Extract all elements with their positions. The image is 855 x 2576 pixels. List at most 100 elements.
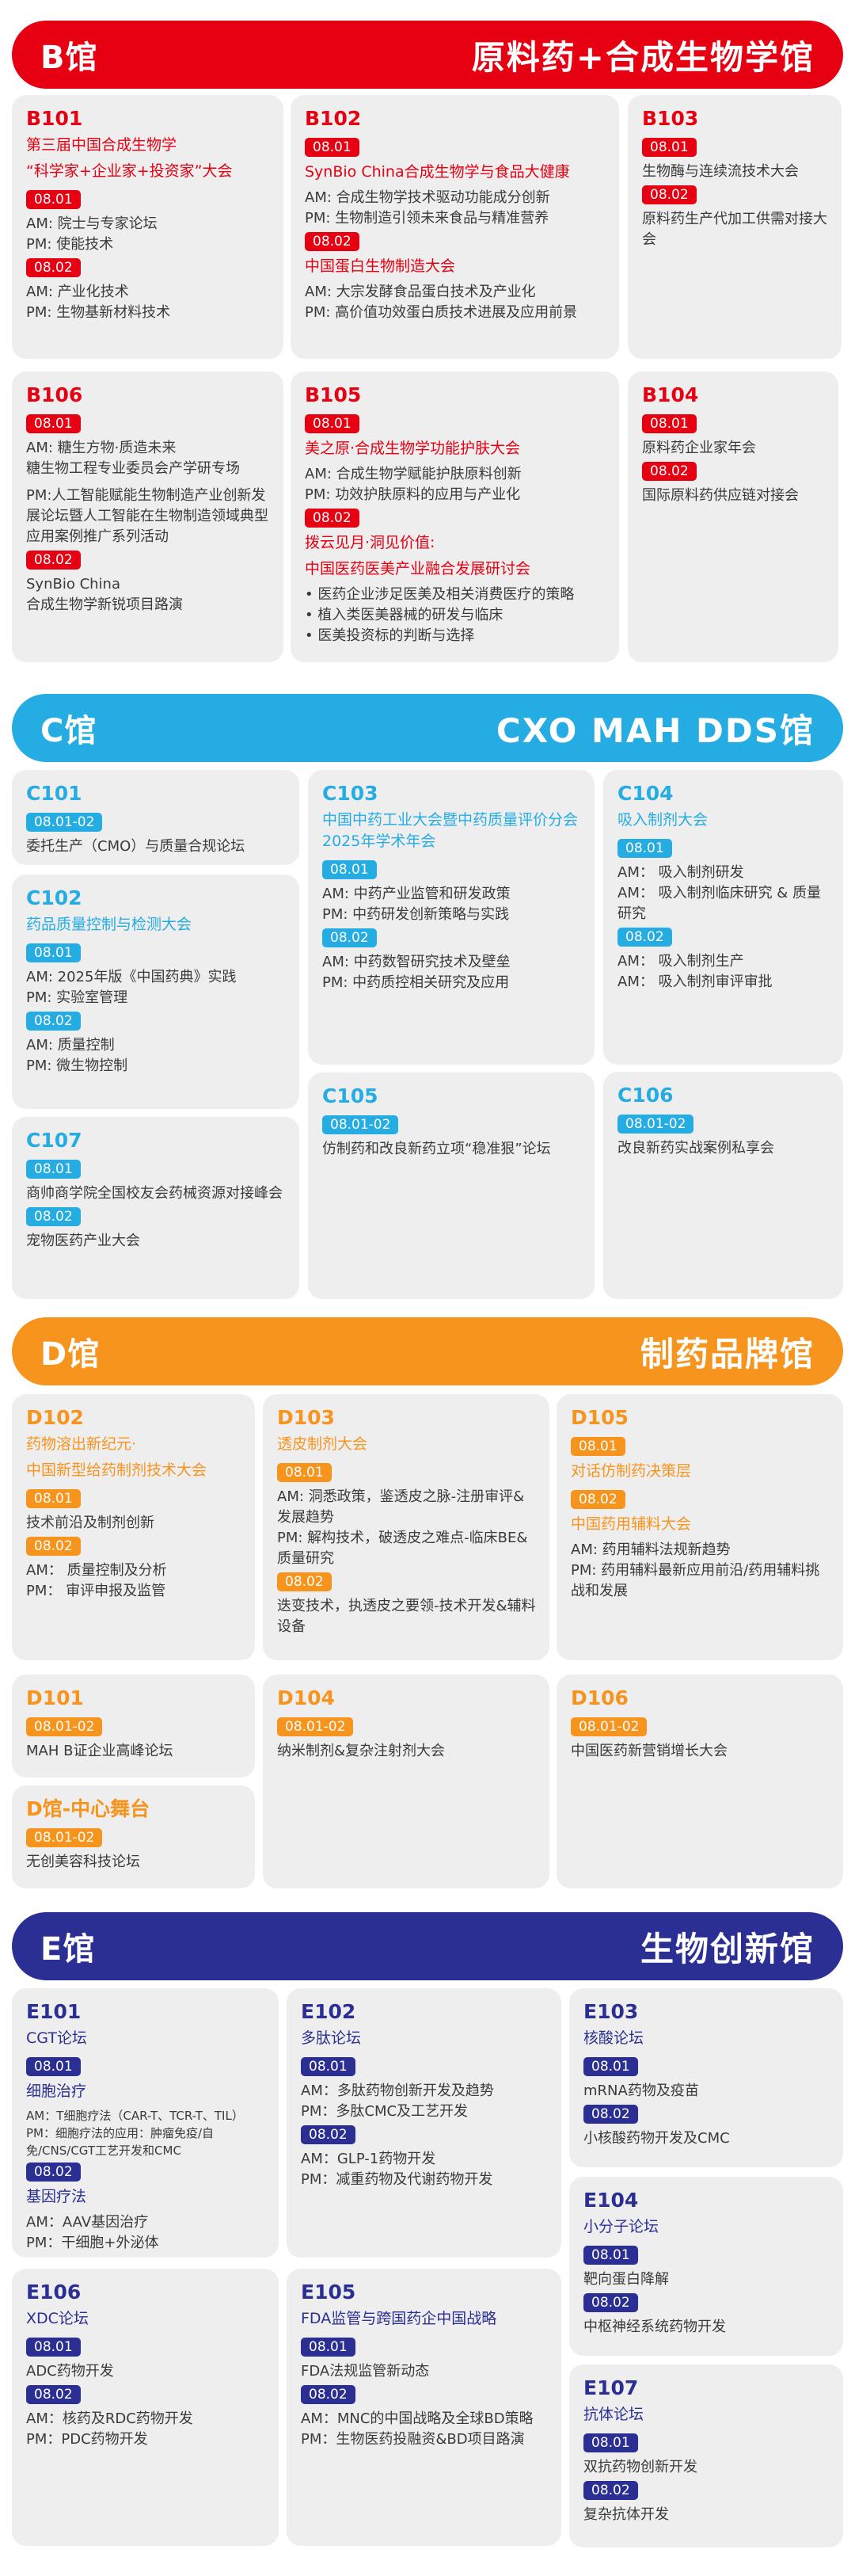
room-number: C106 (618, 1084, 674, 1107)
date-badge-row: 08.01 (642, 135, 829, 162)
date-badge: 08.01 (583, 2433, 638, 2452)
session-topic: PM:人工智能赋能生物制造产业创新发展论坛暨人工智能在生物制造领域典型应用案例推… (26, 487, 268, 545)
session-title: 中国药用辅料大会 (571, 1515, 692, 1533)
session-topic: 小核酸药物开发及CMC (583, 2130, 730, 2147)
session-topic: PM：多肽CMC及工艺开发 (301, 2103, 469, 2120)
room-number: E103 (583, 2000, 639, 2023)
session-topic: AM: 院士与专家论坛 (26, 215, 158, 232)
topic-bullet: 医药企业涉足医美及相关消费医疗的策略 (305, 585, 606, 605)
date-badge: 08.01 (583, 2246, 638, 2265)
session-topic: AM： 吸入制剂研发 (618, 864, 744, 881)
hall-theme: 制药品牌馆 (640, 1334, 815, 1374)
date-badge-row: 08.01 (26, 1486, 242, 1513)
date-badge-row: 08.01 (26, 2054, 266, 2081)
session-title: 对话仿制药决策层 (571, 1462, 692, 1480)
session-topic: 中国医药新营销增长大会 (571, 1743, 728, 1759)
session-topic: 迭变技术，执透皮之要领-技术开发&辅料设备 (277, 1598, 536, 1635)
session-title: 透皮制剂大会 (277, 1435, 368, 1453)
hall-theme: 生物创新馆 (640, 1929, 815, 1968)
session-title: 中国中药工业大会暨中药质量评价分会2025年学术年会 (322, 811, 579, 850)
hall-name: C馆 (40, 713, 97, 749)
session-topic: SynBio China (26, 576, 120, 593)
room-number: C103 (322, 782, 378, 805)
session-title: 美之原·合成生物学功能护肤大会 (305, 440, 521, 457)
session-topic: AM: 合成生物学赋能护肤原料创新 (305, 466, 522, 482)
date-badge: 08.01 (618, 839, 672, 858)
date-badge: 08.02 (642, 462, 697, 481)
date-badge: 08.01 (305, 414, 359, 433)
session-topic: mRNA药物及疫苗 (583, 2083, 699, 2099)
session-topic: PM: 使能技术 (26, 236, 114, 253)
date-badge-row: 08.02 (301, 2122, 549, 2149)
hall-banner-b: B馆原料药+合成生物学馆 (12, 21, 843, 89)
date-badge-row: 08.02 (583, 2478, 830, 2505)
date-badge: 08.02 (571, 1490, 625, 1509)
date-badge-row: 08.02 (642, 459, 826, 486)
date-badge-row: 08.01 (301, 2334, 549, 2361)
session-topic: AM：AAV基因治疗 (26, 2214, 149, 2231)
room-number: D馆-中心舞台 (26, 1797, 150, 1820)
session-topic: AM： 吸入制剂审评审批 (618, 974, 773, 990)
room-number: D102 (26, 1406, 84, 1429)
hall-name: B馆 (40, 40, 98, 76)
date-badge: 08.01-02 (571, 1717, 648, 1736)
room-number: B103 (642, 107, 699, 130)
room-number: E104 (583, 2189, 639, 2212)
date-badge: 08.02 (26, 551, 81, 570)
session-topic: PM: 实验室管理 (26, 989, 128, 1006)
room-card: C105 08.01-02 仿制药和改良新药立项“稳准狠”论坛 (308, 1073, 595, 1299)
date-badge: 08.01 (583, 2057, 638, 2076)
session-topic: PM: 微生物控制 (26, 1057, 128, 1074)
session-title: 中国蛋白生物制造大会 (305, 257, 456, 275)
date-badge: 08.01-02 (322, 1115, 399, 1134)
date-badge-row: 08.02 (26, 255, 271, 282)
session-title: 抗体论坛 (583, 2406, 644, 2423)
date-badge-row: 08.02 (642, 182, 829, 209)
date-badge: 08.01 (301, 2057, 355, 2076)
date-badge-row: 08.01 (26, 411, 271, 438)
session-topic: 无创美容科技论坛 (26, 1854, 140, 1870)
date-badge-row: 08.02 (322, 925, 582, 952)
session-title: 细胞治疗 (26, 2083, 87, 2100)
room-number: D104 (277, 1686, 335, 1709)
date-badge: 08.02 (26, 1012, 81, 1031)
date-badge-row: 08.01 (26, 2334, 266, 2361)
room-number: C102 (26, 886, 82, 909)
spacer (26, 479, 271, 486)
date-badge-row: 08.01-02 (618, 1111, 830, 1138)
date-badge: 08.01 (277, 1463, 332, 1482)
session-topic: PM: 药用辅料最新应用前沿/药用辅料挑战和发展 (571, 1562, 820, 1599)
session-topic: 靶向蛋白降解 (583, 2271, 669, 2288)
session-topic: AM: 糖生方物·质造未来 (26, 440, 177, 456)
room-number: B104 (642, 383, 699, 406)
room-number: D101 (26, 1686, 84, 1709)
session-topic: 仿制药和改良新药立项“稳准狠”论坛 (322, 1141, 551, 1157)
date-badge: 08.01-02 (277, 1717, 354, 1736)
room-number: C107 (26, 1129, 82, 1152)
room-number: C105 (322, 1084, 378, 1107)
session-title: 药品质量控制与检测大会 (26, 916, 192, 933)
session-title: 拨云见月·洞见价值: (305, 534, 435, 551)
room-number: E107 (583, 2376, 639, 2399)
date-badge-row: 08.01-02 (571, 1714, 830, 1741)
session-title: “科学家+企业家+投资家”大会 (26, 162, 233, 180)
session-topic: PM： 审评申报及监管 (26, 1583, 166, 1599)
session-topic: PM: 中药质控相关研究及应用 (322, 974, 510, 991)
session-topic: PM: 生物基新材料技术 (26, 304, 171, 321)
date-badge: 08.01 (642, 138, 697, 157)
session-topic: PM: 高价值功效蛋白质技术进展及应用前景 (305, 304, 578, 321)
date-badge-row: 08.02 (305, 229, 606, 256)
session-topic: AM: 洞悉政策，鉴透皮之脉-注册审评&发展趋势 (277, 1488, 525, 1526)
